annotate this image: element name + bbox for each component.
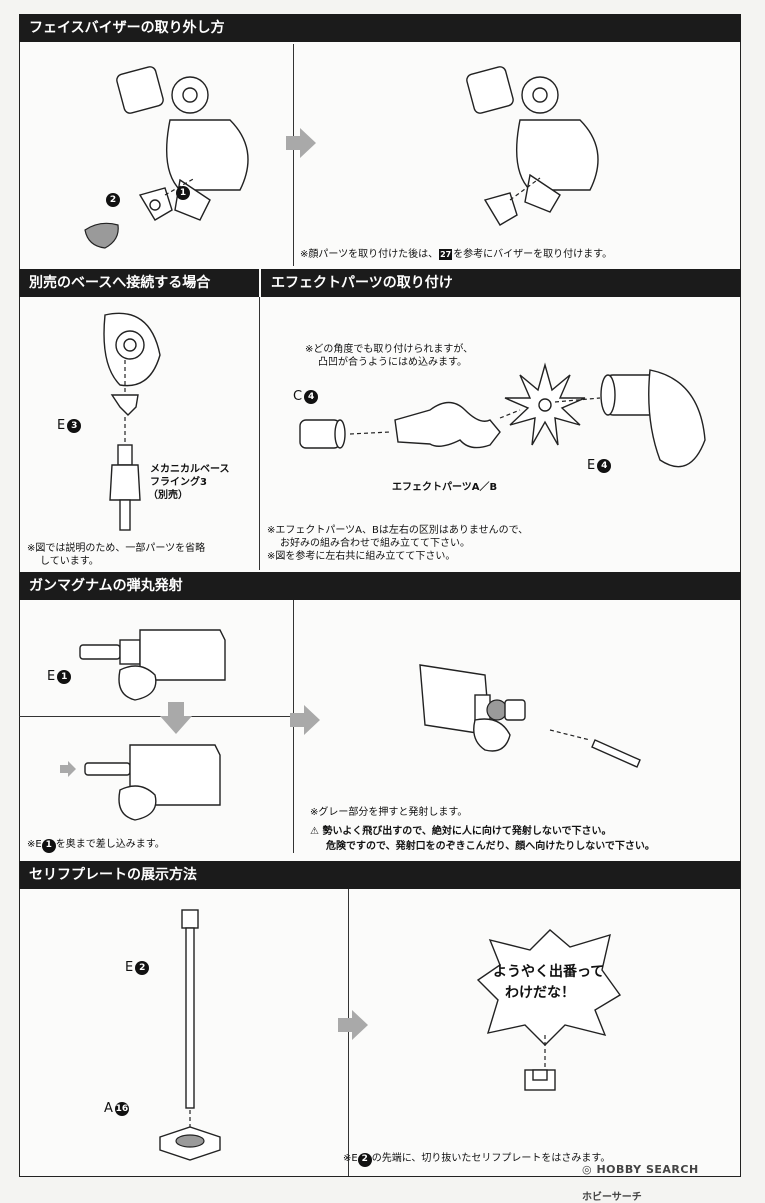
visor-step-2: 2 [106, 193, 120, 207]
gun-fire-illustration [419, 664, 641, 768]
effect-section-title: エフェクトパーツの取り付け [261, 269, 741, 297]
visor-section-title: フェイスバイザーの取り外し方 [19, 14, 741, 42]
effect-parts-label: エフェクトパーツA／B [392, 482, 498, 493]
watermark-brand: ◎ HOBBY SEARCH [582, 1163, 699, 1176]
gun-warning-2: 危険ですので、発射口をのぞきこんだり、顔へ向けたりしないで下さい。 [326, 841, 655, 852]
watermark-brand-jp: ホビーサーチ [582, 1192, 642, 1203]
effect-note-top-1: ※どの角度でも取り付けられますが、 [305, 344, 474, 355]
effect-note-2: お好みの組み合わせで組み立てて下さい。 [280, 538, 470, 549]
base-product-label-2: フライング3 [150, 477, 207, 488]
speech-bubble-text-1: ようやく出番って [493, 964, 605, 980]
gun-left-divider [19, 716, 293, 717]
visor-divider [293, 44, 294, 266]
visor-after-illustration [466, 66, 599, 226]
visor-next-arrow [286, 128, 316, 158]
plate-stand-illustration [159, 909, 221, 1161]
gun-warning-1: ⚠ 勢いよく飛び出すので、絶対に人に向けて発射しないで下さい。 [310, 826, 612, 837]
base-product-label-3: （別売） [148, 490, 188, 501]
plate-section-title: セリフプレートの展示方法 [19, 861, 741, 889]
base-section-title: 別売のベースへ接続する場合 [19, 269, 259, 297]
effect-note-top-2: 凸凹が合うようにはめ込みます。 [318, 357, 467, 368]
plate-divider [348, 889, 349, 1176]
base-note-2: しています。 [40, 556, 99, 567]
base-effect-divider [259, 297, 260, 570]
gun-next-arrow [290, 705, 320, 735]
speech-bubble-text-2: わけだな！ [505, 985, 575, 1001]
effect-illustration [299, 362, 706, 468]
base-illustration [103, 312, 161, 531]
plate-next-arrow [338, 1010, 368, 1040]
speech-plate-illustration [476, 929, 622, 1091]
gun-section-title: ガンマグナムの弾丸発射 [19, 572, 741, 600]
gun-down-arrow [160, 702, 192, 734]
effect-note-3: ※図を参考に左右共に組み立てて下さい。 [267, 551, 456, 562]
base-note-1: ※図では説明のため、一部パーツを省略 [27, 543, 206, 554]
gun-insert-illustration [60, 744, 221, 821]
gun-note-right: ※グレー部分を押すと発射します。 [310, 807, 468, 818]
base-product-label-1: メカニカルベース [150, 464, 230, 475]
gun-before-illustration [79, 629, 226, 701]
effect-note-1: ※エフェクトパーツA、Bは左右の区別はありませんので、 [267, 525, 529, 536]
visor-step-1: 1 [176, 186, 190, 200]
visor-before-illustration [84, 66, 249, 249]
